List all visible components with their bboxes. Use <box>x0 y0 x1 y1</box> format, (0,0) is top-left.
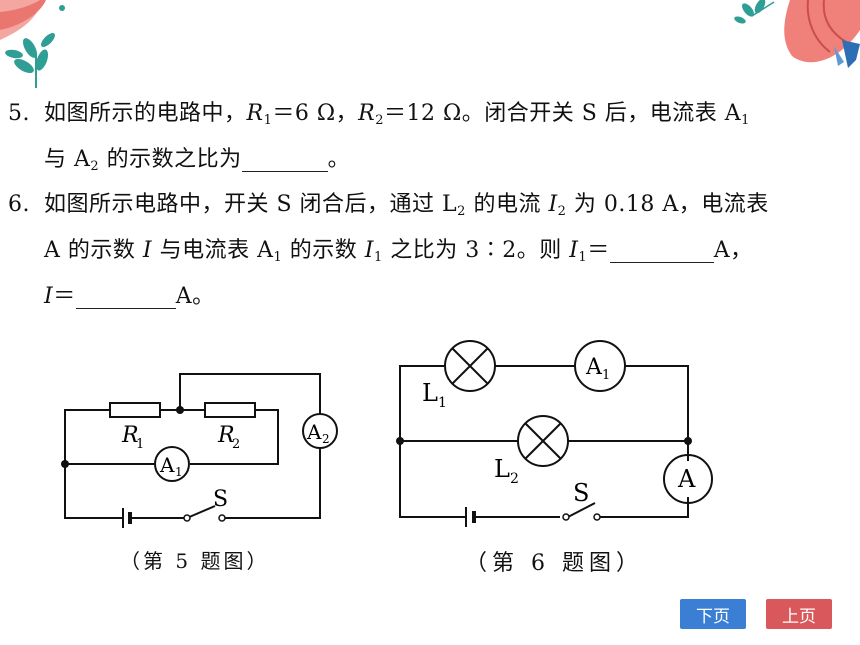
figure-6-circuit: L 1 L 2 A 1 A S <box>396 340 713 527</box>
fig5-label-a2: A <box>306 420 322 444</box>
question-6-line-2: A 的示数 I 与电流表 A1 的示数 I1 之比为 3∶2。则 I1＝A， <box>44 238 753 265</box>
fig6-label-a1: A <box>585 355 603 380</box>
figure-5-caption: （第 5 题图） <box>120 549 270 573</box>
fig5-label-s: S <box>213 487 228 512</box>
floral-decoration-right <box>734 0 860 68</box>
svg-text:1: 1 <box>602 368 610 383</box>
previous-page-button[interactable]: 上页 <box>766 599 832 629</box>
svg-text:1: 1 <box>136 437 144 452</box>
svg-text:2: 2 <box>232 437 240 452</box>
answer-blank-q5[interactable] <box>241 147 328 172</box>
question-5-line-1: 5.如图所示的电路中，R1＝6 Ω，R2＝12 Ω。闭合开关 S 后，电流表 A… <box>8 101 750 128</box>
floral-decoration-left <box>0 0 65 88</box>
svg-text:1: 1 <box>438 395 447 411</box>
fig6-label-a: A <box>677 465 696 493</box>
fig5-label-r1: R <box>121 423 139 448</box>
fig6-label-l2: L <box>494 455 510 483</box>
svg-text:1: 1 <box>175 465 183 479</box>
figure-6-caption: （第 6 题图） <box>465 551 643 576</box>
question-6-line-3: I＝A。 <box>44 284 215 309</box>
svg-text:2: 2 <box>322 432 330 446</box>
next-page-button[interactable]: 下页 <box>680 599 746 629</box>
svg-text:2: 2 <box>510 471 519 487</box>
fig6-label-l1: L <box>422 379 438 407</box>
question-5-line-2: 与 A2 的示数之比为。 <box>44 147 351 174</box>
fig5-label-r2: R <box>217 423 235 448</box>
answer-blank-i1[interactable] <box>609 238 714 263</box>
fig6-label-s: S <box>573 479 589 507</box>
answer-blank-i[interactable] <box>75 284 176 309</box>
question-6-line-1: 6.如图所示电路中，开关 S 闭合后，通过 L2 的电流 I2 为 0.18 A… <box>8 192 769 219</box>
fig5-label-a1: A <box>159 453 175 477</box>
figure-5-circuit: R 1 R 2 A 1 A 2 S <box>61 373 338 528</box>
